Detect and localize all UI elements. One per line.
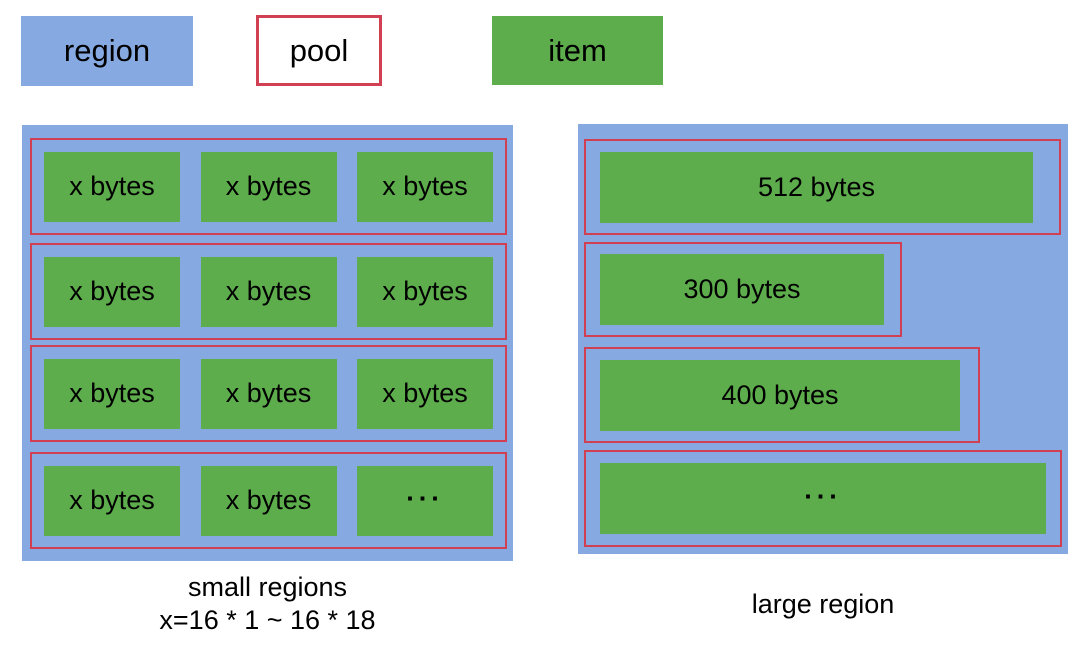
item-label: x bytes: [382, 276, 468, 306]
item-box: x bytes: [200, 358, 337, 429]
item-box: x bytes: [44, 358, 180, 429]
item-box: x bytes: [357, 256, 493, 327]
small-pool-row: x bytes x bytes x bytes: [30, 345, 507, 442]
item-label: 400 bytes: [721, 379, 839, 410]
ellipsis-label: ...: [406, 476, 444, 507]
item-box: 400 bytes: [600, 359, 960, 431]
item-label: x bytes: [69, 485, 155, 515]
legend-swatch-item: item: [492, 16, 663, 85]
item-label: x bytes: [69, 276, 155, 306]
small-regions-block: x bytes x bytes x bytes x bytes x bytes …: [22, 125, 513, 561]
item-label: x bytes: [225, 378, 312, 408]
item-box: x bytes: [200, 256, 337, 327]
item-box: ...: [600, 463, 1046, 534]
large-pool-more: ...: [584, 450, 1062, 547]
item-box: x bytes: [200, 151, 337, 222]
item-box: x bytes: [357, 151, 493, 222]
item-label: 300 bytes: [683, 274, 801, 304]
item-label: x bytes: [225, 171, 312, 201]
legend-label-pool: pool: [289, 32, 349, 68]
legend-label-region: region: [63, 33, 151, 68]
large-region-block: 512 bytes 300 bytes 400 bytes ...: [578, 124, 1068, 554]
small-pool-row: x bytes x bytes ...: [30, 452, 507, 549]
small-regions-caption-line2: x=16 * 1 ~ 16 * 18: [159, 605, 376, 635]
item-label: x bytes: [382, 378, 468, 408]
item-box: x bytes: [200, 465, 337, 536]
ellipsis-label: ...: [804, 474, 842, 505]
item-box: x bytes: [44, 151, 180, 222]
small-regions-caption-line1: small regions: [187, 572, 348, 602]
small-pool-row: x bytes x bytes x bytes: [30, 138, 507, 235]
large-pool-400: 400 bytes: [584, 347, 980, 443]
large-pool-512: 512 bytes: [584, 139, 1061, 235]
item-box: ...: [357, 465, 493, 536]
legend-label-item: item: [548, 32, 607, 68]
legend-swatch-pool: pool: [256, 15, 382, 86]
item-box: x bytes: [357, 358, 493, 429]
item-label: x bytes: [382, 171, 468, 201]
large-region-caption: large region: [578, 589, 1068, 620]
item-box: 300 bytes: [600, 254, 884, 325]
small-pool-row: x bytes x bytes x bytes: [30, 243, 507, 340]
item-label: x bytes: [69, 171, 155, 201]
item-box: x bytes: [44, 465, 180, 536]
large-region-caption-text: large region: [751, 589, 895, 619]
legend-swatch-region: region: [21, 16, 193, 86]
small-regions-caption: small regions x=16 * 1 ~ 16 * 18: [22, 571, 513, 637]
item-label: x bytes: [225, 276, 312, 306]
item-label: x bytes: [69, 378, 155, 408]
item-box: x bytes: [44, 256, 180, 327]
item-box: 512 bytes: [600, 151, 1033, 223]
large-pool-300: 300 bytes: [584, 242, 902, 337]
item-label: 512 bytes: [757, 171, 876, 202]
item-label: x bytes: [225, 485, 312, 515]
